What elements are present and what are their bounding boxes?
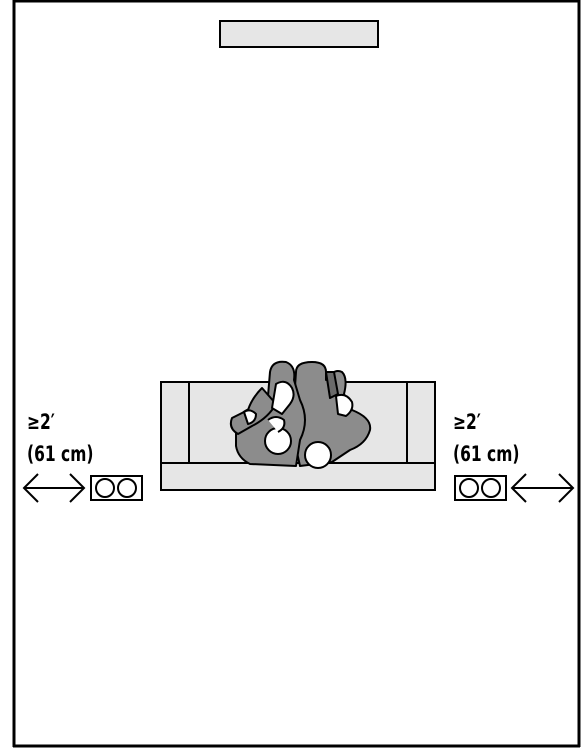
speaker-right [454, 475, 507, 501]
speaker-left [90, 475, 143, 501]
head-right [304, 441, 332, 469]
people-on-sofa [229, 360, 372, 469]
left-metric-label: (61 cm) [27, 442, 94, 466]
person-right [291, 361, 372, 467]
room-walls [12, 0, 581, 748]
right-distance-label: ≥2′ [453, 410, 481, 434]
tv-screen [219, 20, 379, 48]
right-metric-label: (61 cm) [453, 442, 520, 466]
left-clearance-arrow [22, 473, 86, 503]
left-distance-label: ≥2′ [27, 410, 55, 434]
right-clearance-arrow [510, 473, 575, 503]
